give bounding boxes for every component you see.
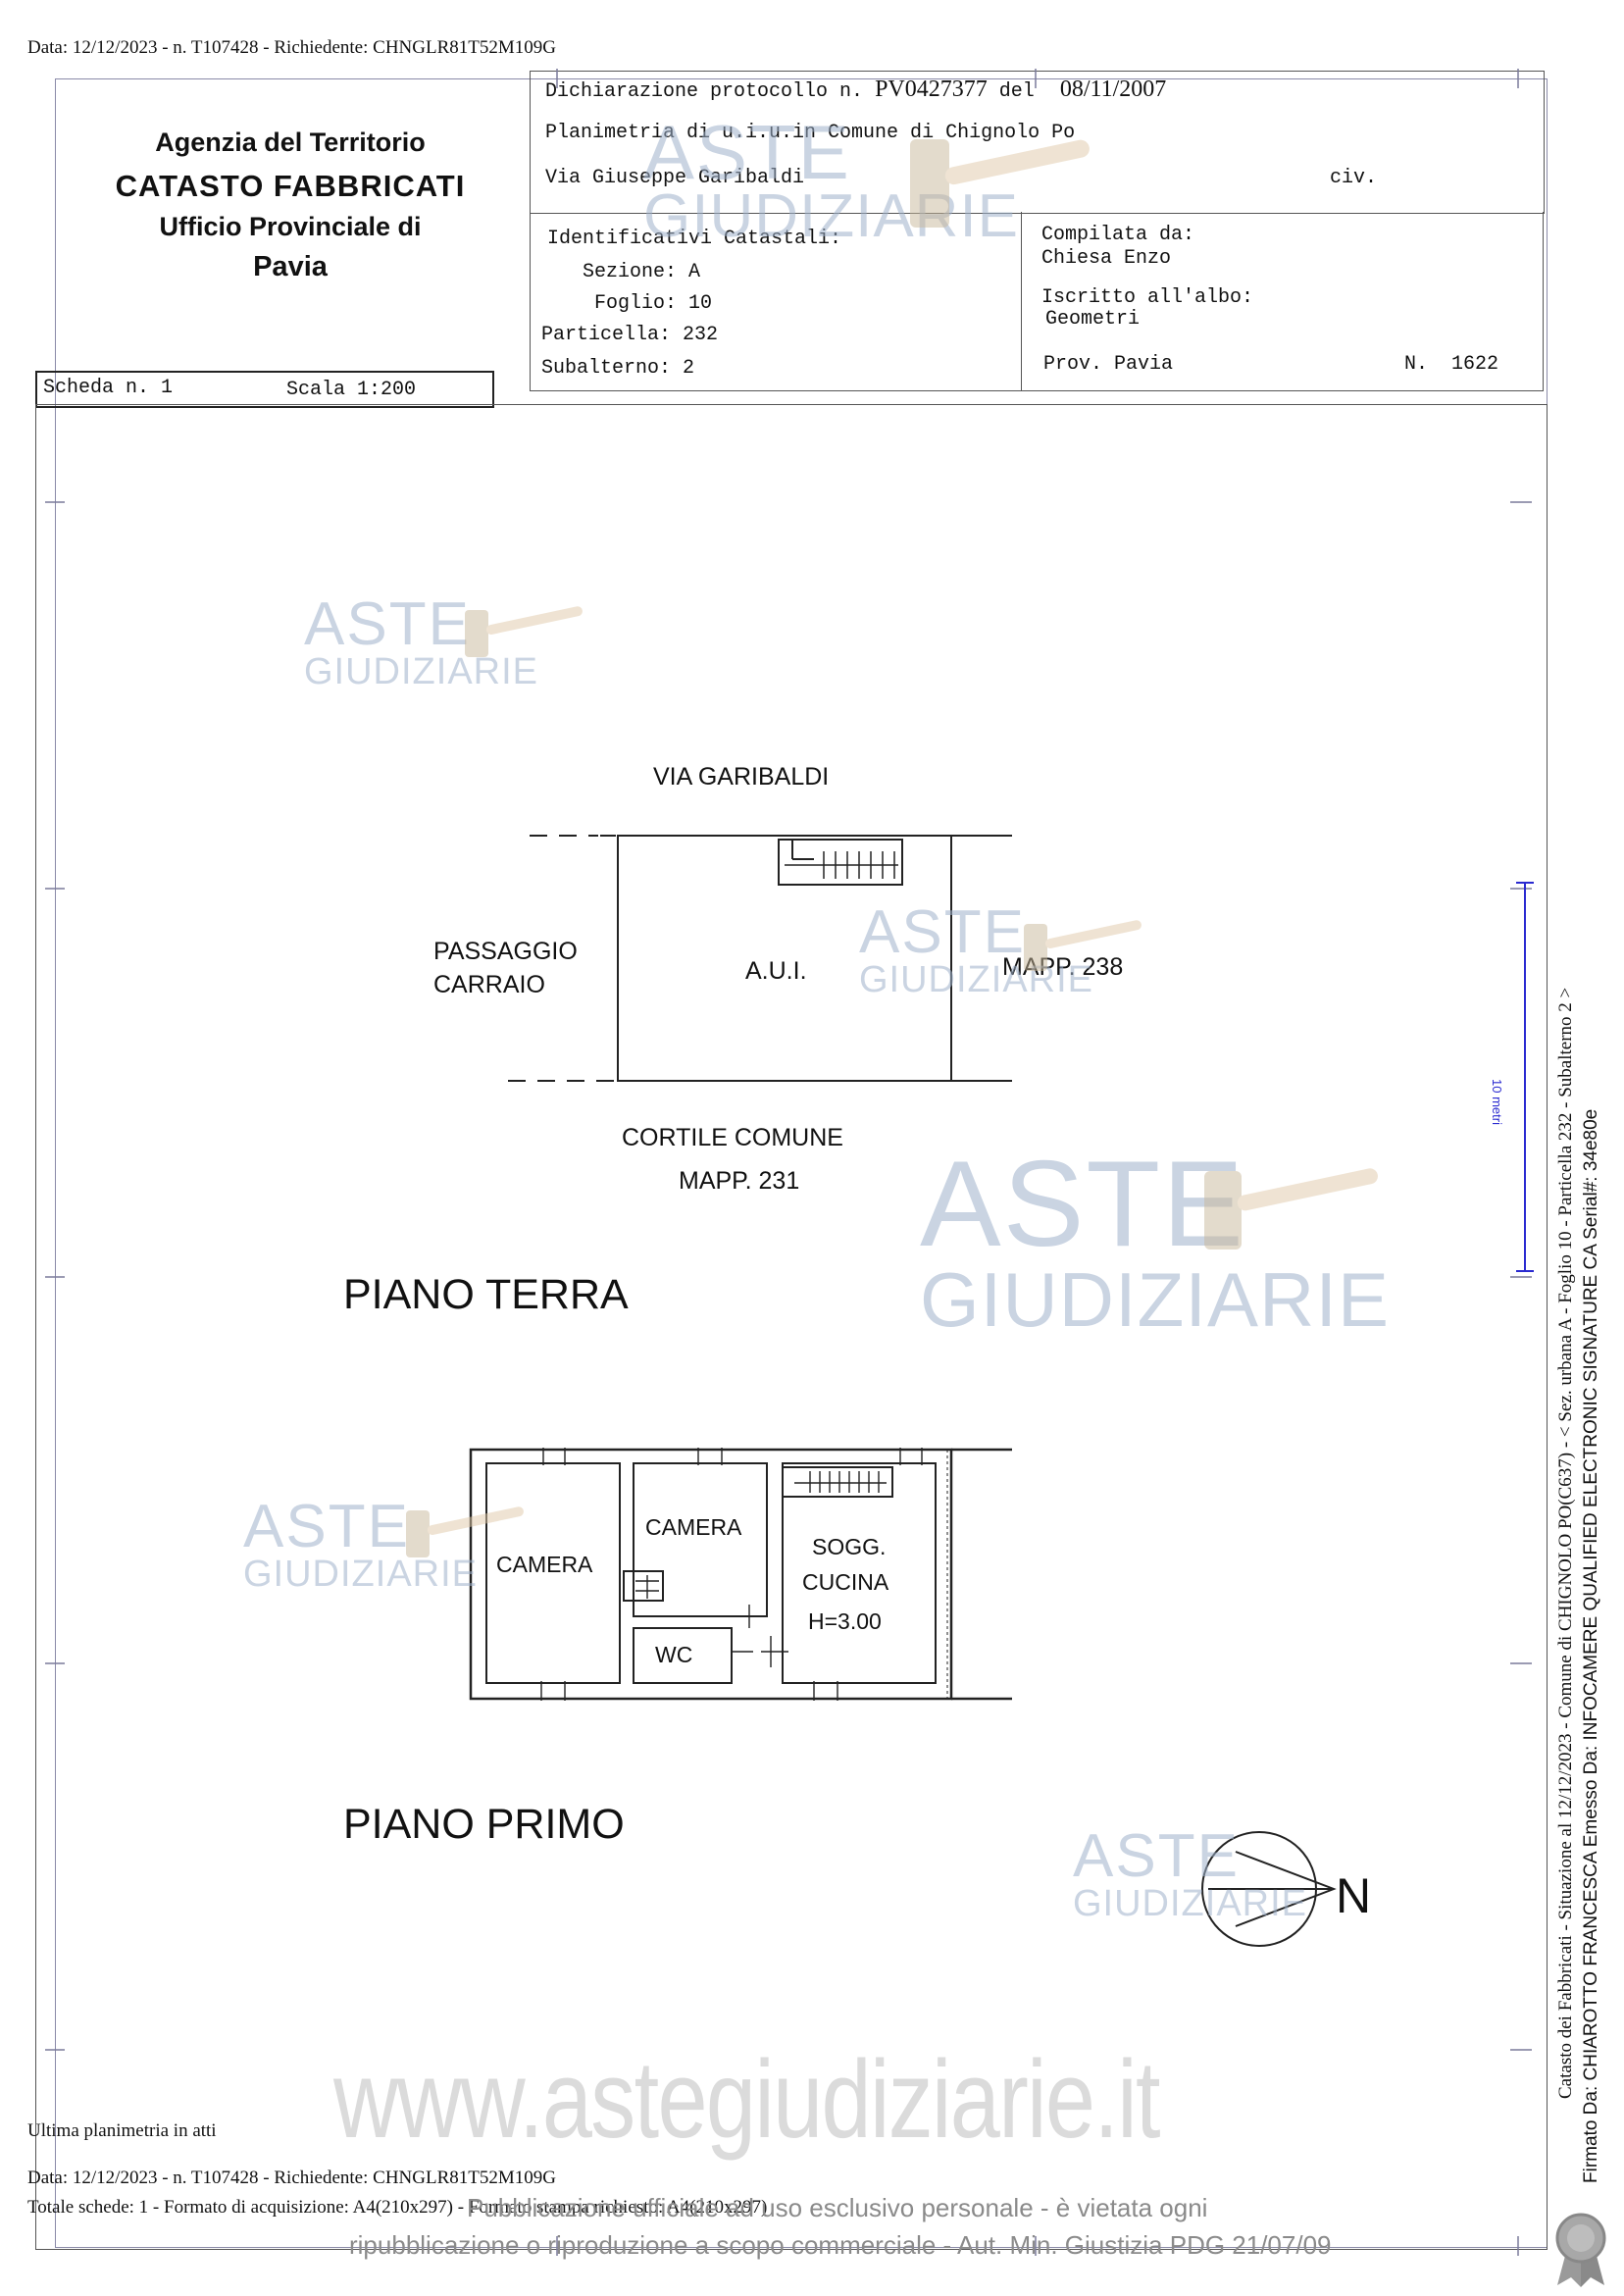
watermark-aste-text: ASTE xyxy=(643,109,851,195)
wc-label: WC xyxy=(655,1642,693,1667)
gavel-watermark-icon xyxy=(1024,920,1142,971)
bottom-totale-line: Totale schede: 1 - Formato di acquisizio… xyxy=(27,2197,768,2218)
aui-label: A.U.I. xyxy=(745,957,807,985)
watermark-aste-text: ASTE xyxy=(859,898,1026,966)
watermark-aste-5: ASTE GIUDIZIARIE xyxy=(1073,1822,1308,1924)
watermark-aste-text: ASTE xyxy=(304,590,471,658)
watermark-aste-4: ASTE GIUDIZIARIE xyxy=(243,1493,479,1595)
address-line: Via Giuseppe Garibaldi xyxy=(545,167,805,189)
identifiers-title: Identificativi Catastali: xyxy=(547,228,842,250)
watermark-aste-text: ASTE xyxy=(920,1137,1245,1272)
sogg-label: SOGG. xyxy=(812,1534,887,1559)
watermark-aste-3: ASTE GIUDIZIARIE xyxy=(920,1137,1391,1343)
identifiers-box xyxy=(530,212,1022,391)
identifiers-foglio: Foglio: 10 xyxy=(594,292,713,315)
agency-line1: Agenzia del Territorio xyxy=(155,128,426,157)
identifiers-subalterno: Subalterno: 2 xyxy=(541,357,695,380)
top-data-line: Data: 12/12/2023 - n. T107428 - Richiede… xyxy=(27,37,556,58)
declaration-number: PV0427377 xyxy=(875,77,988,102)
declaration-row: Dichiarazione protocollo n. PV0427377 de… xyxy=(545,77,1166,103)
gavel-watermark-icon xyxy=(465,606,583,657)
passaggio-label-2: CARRAIO xyxy=(433,971,545,998)
piano-primo-title: PIANO PRIMO xyxy=(343,1801,625,1848)
compiler-label: Compilata da: xyxy=(1041,224,1195,246)
gavel-watermark-icon xyxy=(910,139,1090,228)
north-arrow-icon xyxy=(1201,1831,1337,1947)
scheda-scale: Scala 1:200 xyxy=(286,379,417,401)
declaration-label: Dichiarazione protocollo n. xyxy=(545,80,864,103)
agency-line4: Pavia xyxy=(253,251,328,282)
watermark-aste-header: ASTE GIUDIZIARIE xyxy=(643,109,1020,251)
north-label: N xyxy=(1336,1868,1372,1923)
compiler-albo: Geometri xyxy=(1045,308,1141,331)
watermark-giudiziarie-text: GIUDIZIARIE xyxy=(304,650,539,692)
identifiers-particella: Particella: 232 xyxy=(541,324,719,346)
declaration-date: 08/11/2007 xyxy=(1059,77,1167,102)
watermark-aste-text: ASTE xyxy=(1073,1822,1240,1890)
watermark-giudiziarie-text: GIUDIZIARIE xyxy=(859,958,1094,1000)
height-label: H=3.00 xyxy=(808,1608,882,1634)
drawing-area xyxy=(35,404,1548,2250)
watermark-giudiziarie-text: GIUDIZIARIE xyxy=(243,1553,479,1595)
watermark-aste-text: ASTE xyxy=(243,1493,410,1560)
side-text-signature: Firmato Da: CHIAROTTO FRANCESCA Emesso D… xyxy=(1581,1108,1601,2183)
watermark-aste-1: ASTE GIUDIZIARIE xyxy=(304,590,539,692)
via-garibaldi-label: VIA GARIBALDI xyxy=(653,763,830,791)
watermark-giudiziarie-text: GIUDIZIARIE xyxy=(920,1255,1391,1343)
civ-label: civ. xyxy=(1330,167,1378,189)
scheda-box xyxy=(35,371,494,408)
camera-left-label: CAMERA xyxy=(496,1552,593,1577)
gavel-watermark-icon xyxy=(1204,1168,1378,1250)
cucina-label: CUCINA xyxy=(802,1569,889,1595)
piano-terra-title: PIANO TERRA xyxy=(343,1271,629,1318)
publication-line-1: Pubblicazione ufficiale ad uso esclusivo… xyxy=(467,2193,1208,2222)
watermark-aste-2: ASTE GIUDIZIARIE xyxy=(859,898,1094,1000)
watermark-giudiziarie-text: GIUDIZIARIE xyxy=(1073,1882,1308,1924)
gavel-watermark-icon xyxy=(406,1506,524,1557)
compiler-albo-label: Iscritto all'albo: xyxy=(1041,286,1254,309)
declaration-del: del xyxy=(998,80,1035,103)
publication-line-2: ripubblicazione o riproduzione a scopo c… xyxy=(349,2230,1332,2260)
compiler-prov: Prov. Pavia xyxy=(1043,353,1174,376)
side-text-cadastre: Catasto dei Fabbricati - Situazione al 1… xyxy=(1555,987,1576,2099)
camera-middle-label: CAMERA xyxy=(645,1514,742,1540)
plan-line: Planimetria di u.i.u.in Comune di Chigno… xyxy=(545,122,1076,144)
ultima-planimetria: Ultima planimetria in atti xyxy=(27,2120,217,2141)
seal-icon xyxy=(1555,2213,1606,2287)
compiler-name: Chiesa Enzo xyxy=(1041,247,1172,270)
cortile-label: CORTILE COMUNE xyxy=(622,1124,843,1151)
mapp231-label: MAPP. 231 xyxy=(679,1167,800,1195)
watermark-giudiziarie-text: GIUDIZIARIE xyxy=(643,182,1020,251)
passaggio-label-1: PASSAGGIO xyxy=(433,938,578,965)
compiler-number: N. 1622 xyxy=(1404,353,1499,376)
bottom-data-line: Data: 12/12/2023 - n. T107428 - Richiede… xyxy=(27,2168,556,2188)
agency-line2: CATASTO FABBRICATI xyxy=(115,169,466,203)
scheda-number: Scheda n. 1 xyxy=(43,377,174,399)
declaration-box xyxy=(530,71,1545,214)
url-watermark: www.astegiudiziarie.it xyxy=(333,2038,1161,2161)
identifiers-sezione: Sezione: A xyxy=(583,261,701,283)
agency-line3: Ufficio Provinciale di xyxy=(159,212,422,241)
compiler-box xyxy=(1020,212,1544,391)
mapp238-label: MAPP. 238 xyxy=(1002,953,1124,981)
